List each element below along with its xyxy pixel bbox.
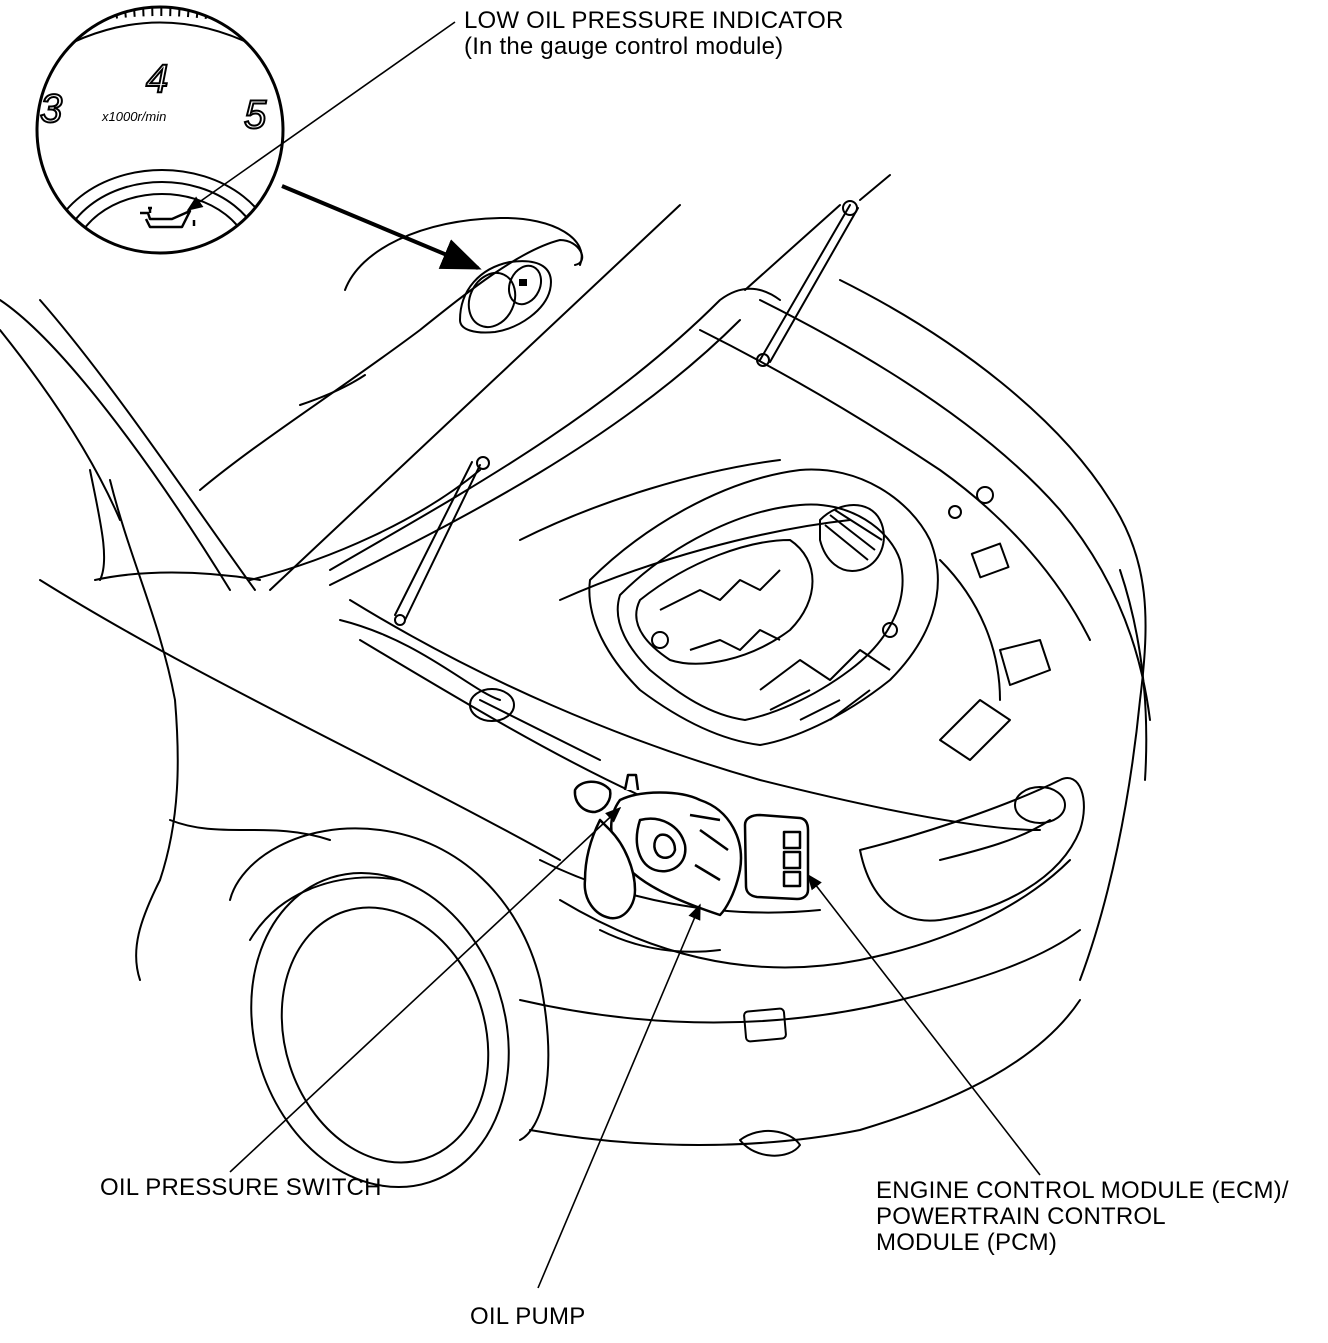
- label-oil-pressure-switch: OIL PRESSURE SWITCH: [100, 1175, 382, 1201]
- leader-lines: [186, 21, 1041, 1289]
- leader-ecm: [807, 873, 1041, 1176]
- leader-gauge-to-dash: [281, 184, 482, 270]
- leader-oil-pump: [537, 903, 701, 1289]
- gauge-num-5: 5: [244, 93, 267, 137]
- instrument-cluster: [458, 260, 552, 334]
- ecm-line3: MODULE (PCM): [876, 1229, 1058, 1256]
- oil-can-icon: [140, 206, 196, 229]
- engine: [588, 468, 939, 746]
- car-body: [0, 174, 1151, 1188]
- oil-pump-assembly: [573, 773, 743, 920]
- leader-indicator: [186, 21, 456, 211]
- oil-pump-text: OIL PUMP: [470, 1303, 586, 1330]
- ecm-line1: ENGINE CONTROL MODULE (ECM)/: [876, 1177, 1289, 1204]
- gauge-unit: x1000r/min: [101, 109, 166, 124]
- oil-pressure-switch-text: OIL PRESSURE SWITCH: [100, 1174, 382, 1201]
- gauge-num-3: 3: [40, 87, 62, 131]
- label-ecm-pcm: ENGINE CONTROL MODULE (ECM)/ POWERTRAIN …: [876, 1178, 1289, 1256]
- ecm-pcm-module: [743, 813, 810, 901]
- ecm-line2: POWERTRAIN CONTROL: [876, 1203, 1166, 1230]
- label-oil-pump: OIL PUMP: [470, 1304, 585, 1330]
- gauge-num-4: 4: [146, 57, 168, 101]
- gauge-magnified: 3 4 5 x1000r/min: [35, 5, 285, 255]
- label-low-oil-pressure-indicator: LOW OIL PRESSURE INDICATOR (In the gauge…: [464, 8, 844, 60]
- leader-oil-pressure-switch: [229, 806, 622, 1173]
- indicator-line1: LOW OIL PRESSURE INDICATOR: [464, 7, 844, 34]
- indicator-line2: (In the gauge control module): [464, 33, 784, 60]
